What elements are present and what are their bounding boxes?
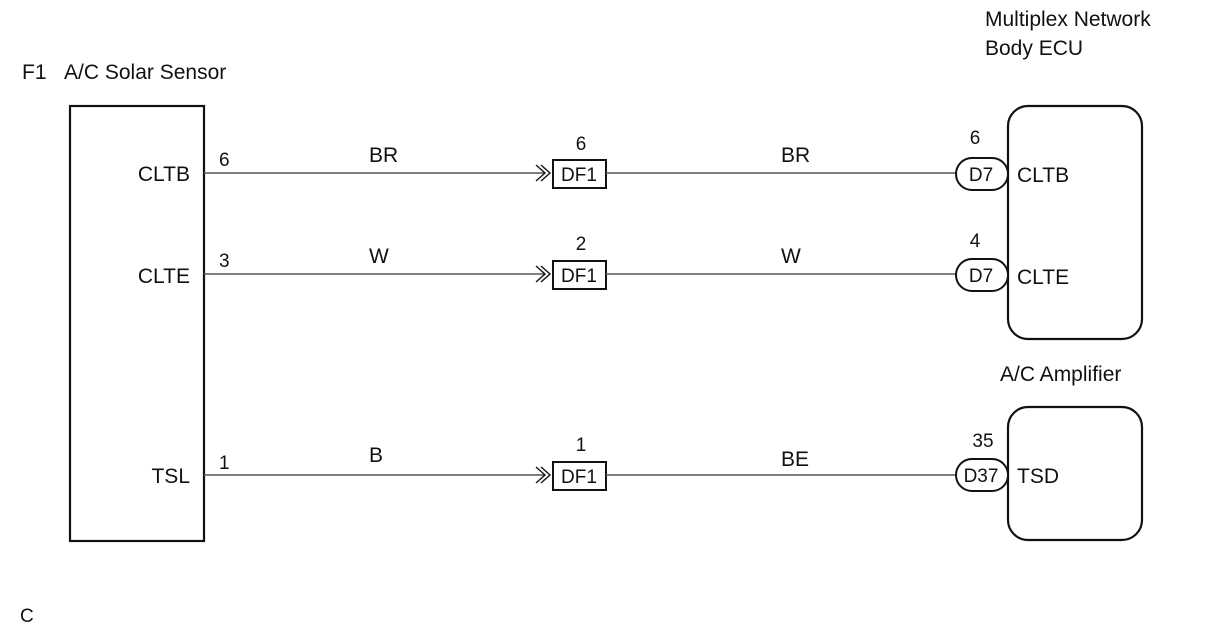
circuit-tsl: TSL 1 B 1 DF1 BE 35 D37 TSD	[151, 431, 1059, 492]
circuit-cltb: CLTB 6 BR 6 DF1 BR 6 D7 CLTB	[138, 128, 1069, 191]
diagram-code: C	[20, 606, 34, 627]
junction-pin-number: 2	[576, 234, 587, 255]
junction-pin-number: 6	[576, 134, 587, 155]
ecu-pin-number: 6	[970, 128, 981, 149]
ecu-terminal-label: TSD	[1017, 465, 1059, 488]
ecu-connector	[955, 458, 1009, 492]
wire-color-label: BR	[781, 144, 810, 167]
junction-connector	[552, 159, 607, 189]
sensor-pin-number: 6	[219, 150, 230, 171]
junction-connector-label: DF1	[561, 266, 597, 287]
ecu-pin-number: 35	[972, 431, 993, 452]
sensor-terminal-label: CLTE	[138, 265, 190, 288]
body-ecu-title-line2: Body ECU	[985, 37, 1083, 60]
junction-connector-label: DF1	[561, 165, 597, 186]
ecu-pin-number: 4	[970, 231, 981, 252]
inline-connector-arrow-icon	[535, 466, 552, 484]
ecu-connector-label: D7	[969, 266, 993, 287]
ecu-connector-label: D7	[969, 165, 993, 186]
body-ecu-title-line1: Multiplex Network	[985, 8, 1151, 31]
ecu-connector	[955, 157, 1009, 191]
wire-color-label: W	[369, 245, 389, 268]
wire-color-label: W	[781, 245, 801, 268]
sensor-pin-number: 3	[219, 251, 230, 272]
ecu-connector-label: D37	[964, 466, 999, 487]
inline-connector-arrow-icon	[535, 265, 552, 283]
sensor-terminal-label: CLTB	[138, 163, 190, 186]
junction-connector-label: DF1	[561, 467, 597, 488]
ecu-terminal-label: CLTE	[1017, 266, 1069, 289]
ecu-terminal-label: CLTB	[1017, 164, 1069, 187]
junction-connector	[552, 260, 607, 290]
solar-sensor-box	[68, 104, 206, 543]
circuit-clte: CLTE 3 W 2 DF1 W 4 D7 CLTE	[138, 231, 1069, 292]
body-ecu-box	[1006, 104, 1144, 341]
sensor-terminal-label: TSL	[151, 465, 190, 488]
wire-color-label: B	[369, 444, 383, 467]
ecu-connector	[955, 258, 1009, 292]
wire-color-label: BR	[369, 144, 398, 167]
junction-connector	[552, 461, 607, 491]
junction-pin-number: 1	[576, 435, 587, 456]
sensor-title: A/C Solar Sensor	[64, 61, 226, 84]
inline-connector-arrow-icon	[535, 164, 552, 182]
sensor-pin-number: 1	[219, 453, 230, 474]
wire-color-label: BE	[781, 448, 809, 471]
amplifier-title: A/C Amplifier	[1000, 363, 1121, 386]
sensor-code: F1	[22, 61, 47, 84]
